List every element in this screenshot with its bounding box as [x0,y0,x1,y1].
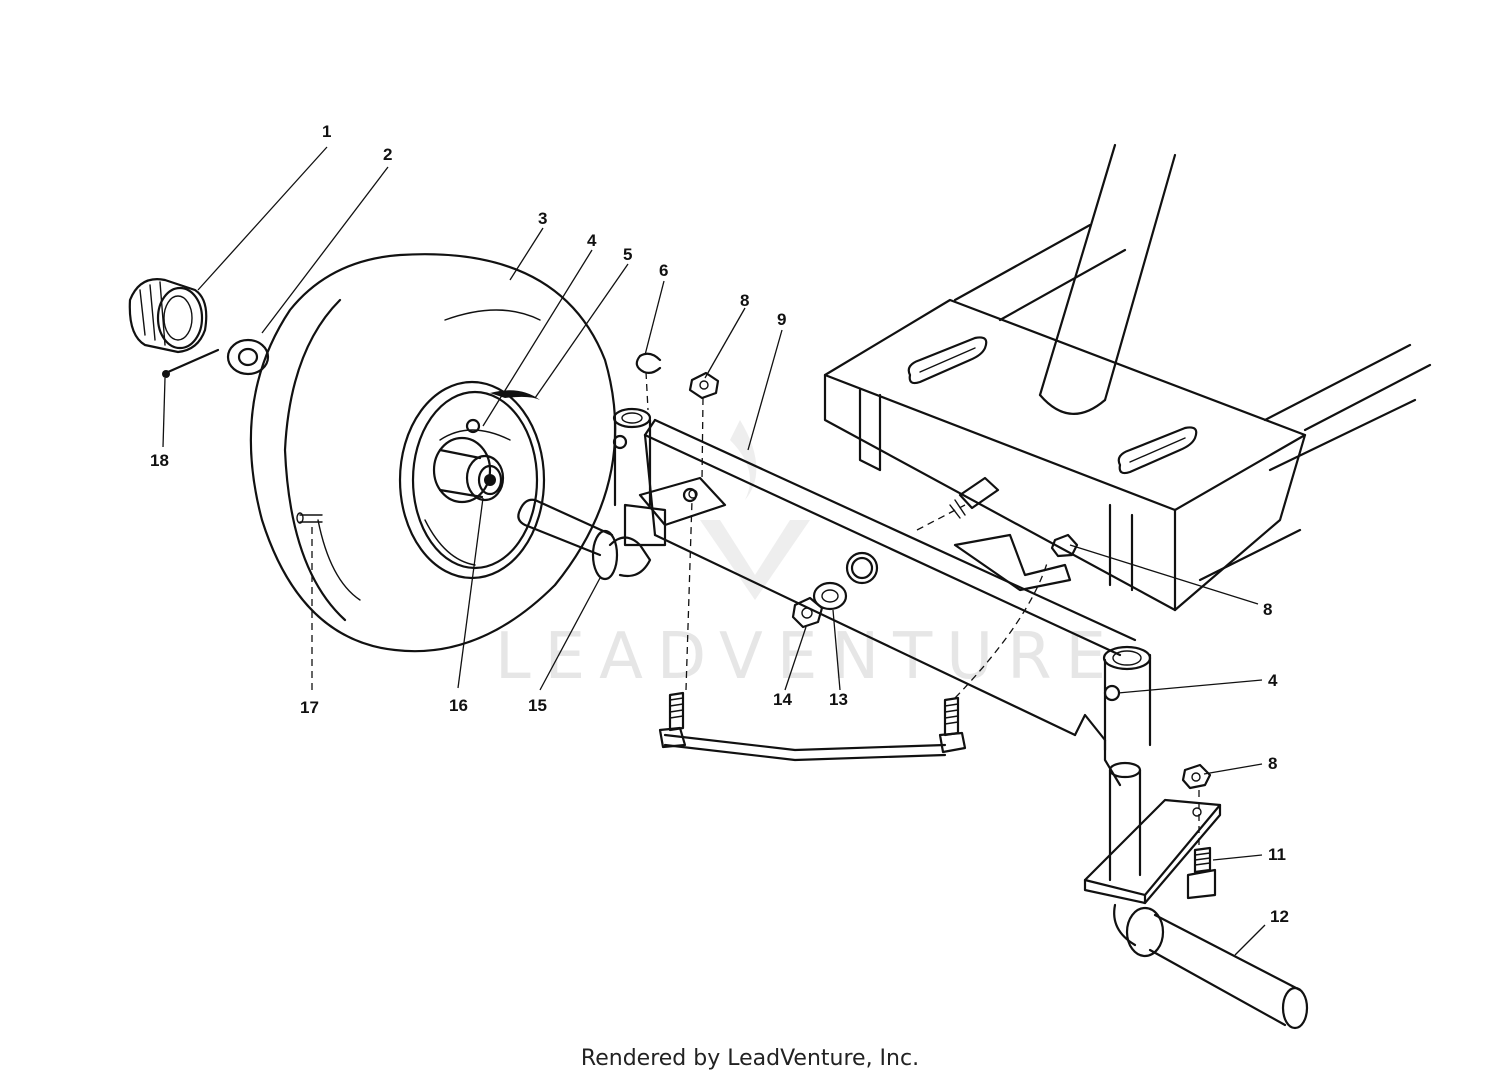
tie-rod [658,691,967,762]
callout-5: 5 [623,245,632,264]
front-axle-beam [638,418,1137,787]
upper-nut-and-clip [635,352,1079,558]
callout-12: 12 [1270,907,1289,926]
callout-4: 4 [587,231,597,250]
washer-and-nut [791,581,848,629]
watermark-text: LEADVENTURE [495,620,1120,694]
callout-11: 11 [1268,845,1286,864]
cotter-pin [162,348,220,378]
callout-8-frame: 8 [1263,600,1272,619]
wheel-assembly [249,253,617,653]
frame-chassis [823,143,1432,612]
callout-8-right: 8 [1268,754,1277,773]
callout-14: 14 [773,690,792,709]
callout-18: 18 [150,451,169,470]
right-spindle [1083,645,1309,1030]
callout-8: 8 [740,291,749,310]
callout-4-right: 4 [1268,671,1278,690]
washer [226,338,270,376]
callout-2: 2 [383,145,392,164]
callout-3: 3 [538,209,547,228]
callout-17: 17 [300,698,319,717]
callout-9: 9 [777,310,786,329]
hub-cap [128,278,208,354]
watermark-logo [700,420,810,600]
callout-15: 15 [528,696,547,715]
callout-numbers: 1 2 3 4 5 6 8 9 18 8 4 8 11 12 17 16 15 … [150,122,1289,926]
callout-6: 6 [659,261,668,280]
leader-lines [162,146,1266,956]
callout-13: 13 [829,690,848,709]
callout-16: 16 [449,696,468,715]
callout-1: 1 [322,122,331,141]
footer-credit: Rendered by LeadVenture, Inc. [580,1046,920,1071]
